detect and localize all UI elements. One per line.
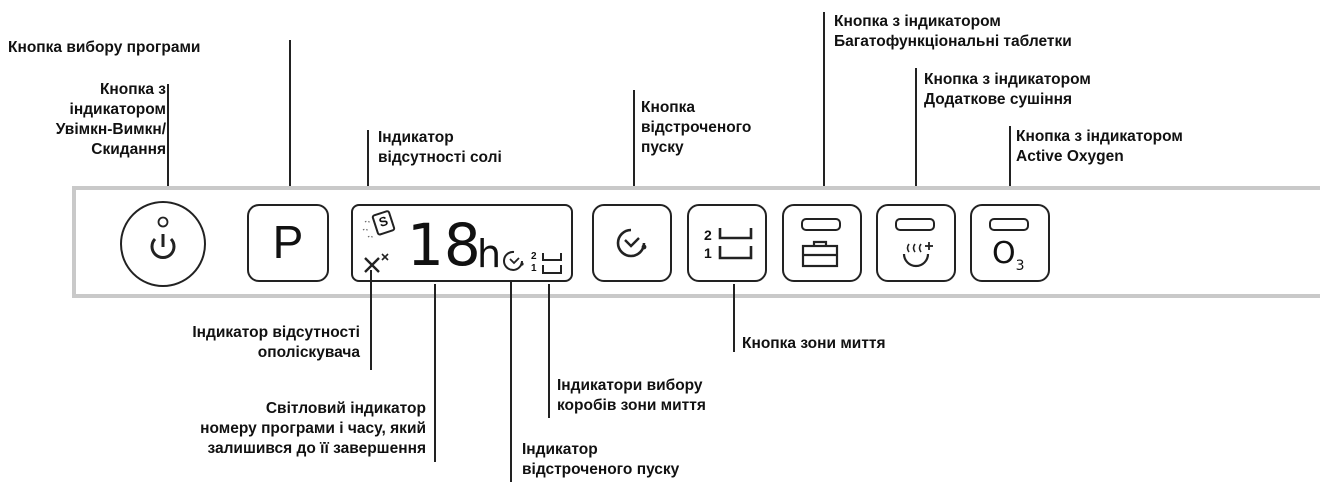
label-onoff-button: Кнопка з індикатором Увімкн-Вимкн/ Скида… (55, 81, 166, 158)
label-program-time-indicator: Світловий індикатор номеру програми і ча… (200, 400, 426, 457)
oxygen-icon: O3 (992, 236, 1025, 275)
leader-salt (367, 130, 369, 218)
leader-extradry (915, 68, 917, 194)
power-icon (150, 216, 175, 259)
label-delay-button: Кнопка відстроченого пуску (641, 99, 752, 156)
leader-oxygen (1009, 126, 1011, 194)
wash-zone-icon (718, 228, 753, 260)
multitab-button[interactable] (782, 204, 862, 282)
extra-dry-button[interactable] (876, 204, 956, 282)
label-multitab-button: Кнопка з індикатором Багатофункціональні… (834, 13, 1072, 50)
program-time-digits: 18 (407, 211, 481, 279)
label-salt-indicator: Індикатор відсутності солі (378, 129, 502, 166)
wash-zone-button[interactable]: 2 1 (687, 204, 767, 282)
multitab-indicator-led (801, 218, 841, 231)
wash-zone-top-number: 2 (704, 227, 712, 243)
wash-zone-icon (542, 253, 562, 274)
delay-start-button[interactable] (592, 204, 672, 282)
clock-icon (503, 250, 524, 271)
clock-icon (616, 228, 646, 257)
label-oxygen-button: Кнопка з індикатором Active Oxygen (1016, 128, 1183, 165)
zone-top-number: 2 (531, 251, 537, 262)
label-rinse-indicator: Індикатор відсутності ополіскувача (192, 324, 360, 361)
label-delay-indicator: Індикатор відстроченого пуску (522, 441, 680, 478)
lcd-display: S 18 h 2 1 (351, 204, 573, 282)
leader-program-time (434, 284, 436, 462)
label-zone-indicators: Індикатори вибору коробів зони миття (557, 377, 706, 414)
label-zone-button: Кнопка зони миття (742, 335, 886, 352)
leader-onoff (167, 84, 169, 194)
active-oxygen-button[interactable]: O3 (970, 204, 1050, 282)
extra-dry-icon (902, 242, 933, 268)
extra-dry-indicator-led (895, 218, 935, 231)
leader-delay-button (633, 90, 635, 194)
label-extradry-button: Кнопка з індикатором Додаткове сушіння (924, 71, 1091, 108)
program-button[interactable]: P (247, 204, 329, 282)
salt-icon (362, 210, 396, 239)
wash-zone-bottom-number: 1 (704, 245, 712, 261)
leader-multitab (823, 12, 825, 194)
zone-bottom-number: 1 (531, 263, 537, 274)
leader-zone-indicators (548, 284, 550, 418)
leader-rinse (370, 270, 372, 370)
leader-program (289, 40, 291, 192)
display-hour-unit: h (477, 232, 502, 276)
tablet-icon (801, 240, 839, 268)
program-letter: P (272, 216, 304, 268)
rinse-aid-icon (364, 253, 389, 273)
leader-zone-button (733, 284, 735, 352)
power-button[interactable] (120, 201, 206, 287)
label-program-button: Кнопка вибору програми (8, 39, 201, 56)
oxygen-indicator-led (989, 218, 1029, 231)
leader-delay-indicator (510, 282, 512, 482)
